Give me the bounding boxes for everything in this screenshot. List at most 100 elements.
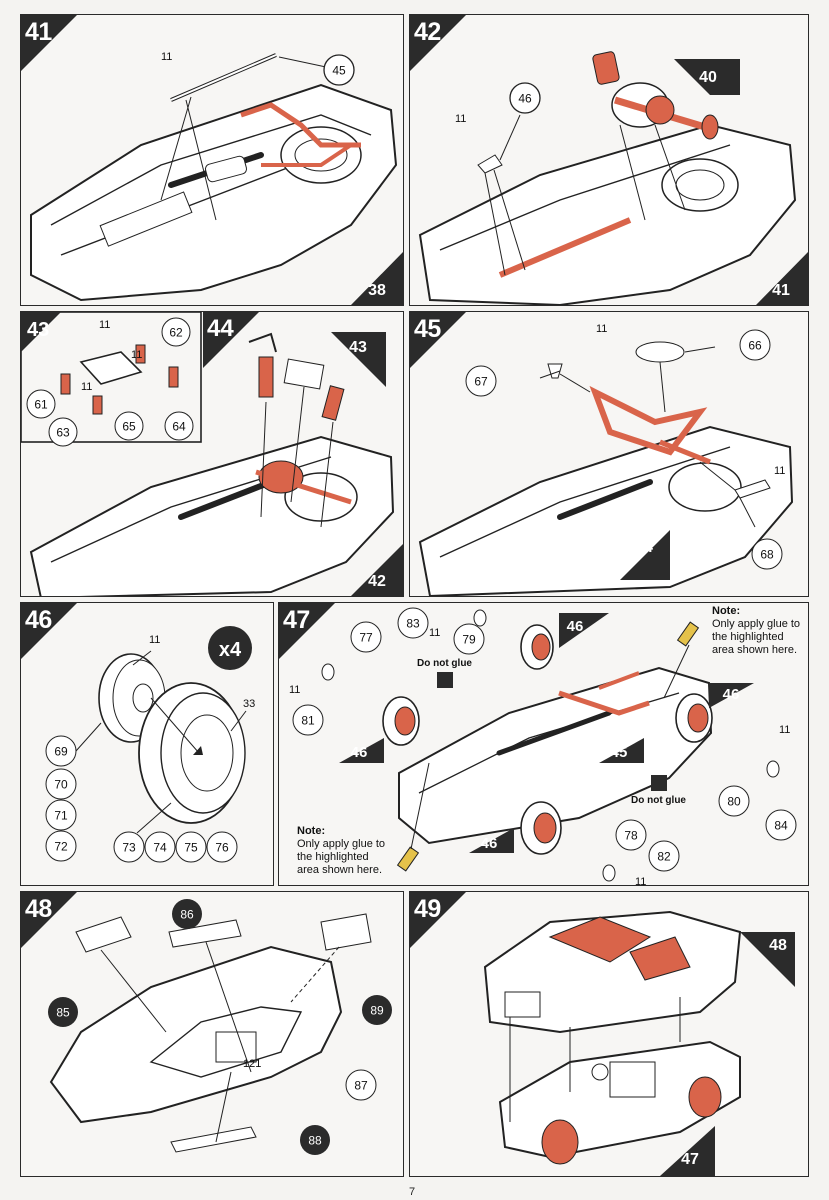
step-41-panel: 11 45 38 41 (20, 14, 404, 306)
step-47-callout: 81 (301, 714, 315, 728)
note-body: Only apply glue to the highlighted area … (712, 618, 801, 656)
step-43-callout: 63 (56, 426, 70, 440)
step-46-callout: 75 (184, 841, 198, 855)
step-44-panel: 43 11 11 11 62 61 63 65 64 44 43 (20, 311, 404, 597)
step-43-callout: 61 (34, 398, 48, 412)
svg-text:11: 11 (455, 113, 466, 125)
step-42-illustration: 11 46 40 41 (418, 51, 808, 305)
step-43-callout: 62 (169, 326, 183, 340)
step-45-callout: 68 (760, 548, 774, 562)
step-46-callout: 70 (54, 778, 68, 792)
do-not-glue-label: Do not glue (631, 795, 686, 806)
step-44-number: 44 (207, 315, 234, 342)
step-47-panel: 11 11 11 11 83 79 77 81 78 82 80 84 46 (278, 602, 809, 886)
step-42-highlight-flag: 40 (699, 69, 717, 86)
step-45-callout: 67 (474, 375, 488, 389)
step-49-flag: 48 (769, 937, 787, 954)
step-47-ref: 11 (289, 684, 300, 696)
step-46-callout: 72 (54, 840, 68, 854)
step-46-marker (21, 603, 77, 659)
step-47-flag: 46 (723, 686, 740, 703)
svg-text:11: 11 (161, 51, 172, 63)
step-49-panel: 48 47 49 (409, 891, 809, 1177)
do-not-glue-label: Do not glue (417, 658, 472, 669)
step-48-callout: 85 (56, 1006, 70, 1020)
step-45-next-flag: 44 (635, 539, 653, 556)
step-46-ref: 33 (243, 698, 255, 710)
step-47-callout: 77 (359, 631, 373, 645)
pencil-icon (396, 846, 420, 872)
note-title: Note: (712, 605, 741, 617)
step-48-ref: 121 (243, 1058, 261, 1070)
step-48-illustration: 121 86 85 89 87 88 (48, 899, 392, 1155)
step-48-callout: 89 (370, 1004, 384, 1018)
step-46-callout: 69 (54, 745, 68, 759)
step-47-flag: 46 (481, 835, 498, 852)
step-46-number: 46 (25, 606, 52, 634)
step-47-flag: 46 (567, 618, 584, 635)
step-47-ref: 11 (635, 876, 646, 886)
step-42-panel: 11 46 40 41 42 (409, 14, 809, 306)
step-49-number: 49 (414, 895, 441, 923)
wheel (520, 801, 562, 855)
step-43-callout: 64 (172, 420, 186, 434)
step-45-ref: 11 (596, 323, 607, 335)
step-47-callout: 78 (624, 829, 638, 843)
step-47-callout: 80 (727, 795, 741, 809)
step-46-callout: 71 (54, 809, 68, 823)
step-41-marker (21, 15, 77, 71)
step-44-illustration: 43 11 11 11 62 61 63 65 64 44 43 (21, 312, 403, 596)
step-47-number: 47 (283, 606, 310, 634)
step-47-callout: 82 (657, 850, 671, 864)
step-45-callout: 66 (748, 339, 762, 353)
step-43-ref: 11 (99, 319, 110, 331)
wheel (382, 696, 420, 746)
note-title: Note: (297, 825, 326, 837)
step-46-callout: 73 (122, 841, 136, 855)
step-41-number: 41 (25, 18, 52, 46)
step-48-number: 48 (25, 895, 52, 923)
step-48-callout: 88 (308, 1134, 322, 1148)
step-47-marker (279, 603, 335, 659)
step-45-number: 45 (414, 315, 441, 343)
step-45-panel: 11 11 67 66 68 44 45 (409, 311, 809, 597)
step-46-ref: 11 (149, 634, 160, 646)
step-49-flag: 47 (681, 1151, 699, 1168)
note-body: Only apply glue to the highlighted area … (297, 838, 386, 876)
step-47-callout: 84 (774, 819, 788, 833)
quantity-badge: x4 (219, 639, 242, 661)
pencil-icon (676, 621, 700, 647)
step-44-next-flag: 42 (368, 573, 386, 590)
step-41-illustration: 11 45 38 (30, 51, 403, 305)
glue-note-bottom: Note: Only apply glue to the highlighted… (297, 825, 392, 877)
step-42-marker (410, 15, 466, 71)
step-48-callout: 87 (354, 1079, 368, 1093)
step-48-panel: 121 86 85 89 87 88 48 (20, 891, 404, 1177)
step-46-illustration: 11 33 x4 69 70 71 72 73 74 75 76 (45, 626, 255, 863)
step-46-callout: 76 (215, 841, 229, 855)
step-44-from-flag: 43 (349, 339, 367, 356)
step-45-illustration: 11 11 67 66 68 44 (418, 323, 794, 596)
step-46-callout: 74 (153, 841, 167, 855)
step-42-number: 42 (414, 18, 441, 46)
wheel (520, 624, 554, 670)
step-42-callout: 46 (518, 92, 532, 106)
step-43-ref: 11 (131, 349, 142, 361)
step-47-flag: 45 (611, 744, 628, 761)
step-43-ref: 11 (81, 381, 92, 393)
step-48-callout: 86 (180, 908, 194, 922)
step-49-illustration: 48 47 (483, 910, 795, 1176)
step-43-number: 43 (27, 319, 49, 341)
step-47-callout: 79 (462, 633, 476, 647)
step-47-flag: 46 (351, 744, 368, 761)
step-42-next-flag: 41 (772, 282, 790, 299)
glue-note-top: Note: Only apply glue to the highlighted… (712, 605, 807, 657)
wheel (675, 693, 713, 743)
step-41-callout: 45 (332, 64, 346, 78)
step-48-marker (21, 892, 77, 948)
step-45-marker (410, 312, 466, 368)
page-number: 7 (409, 1186, 416, 1198)
step-46-panel: 11 33 x4 69 70 71 72 73 74 75 76 (20, 602, 274, 886)
step-47-callout: 83 (406, 617, 420, 631)
step-43-callout: 65 (122, 420, 136, 434)
